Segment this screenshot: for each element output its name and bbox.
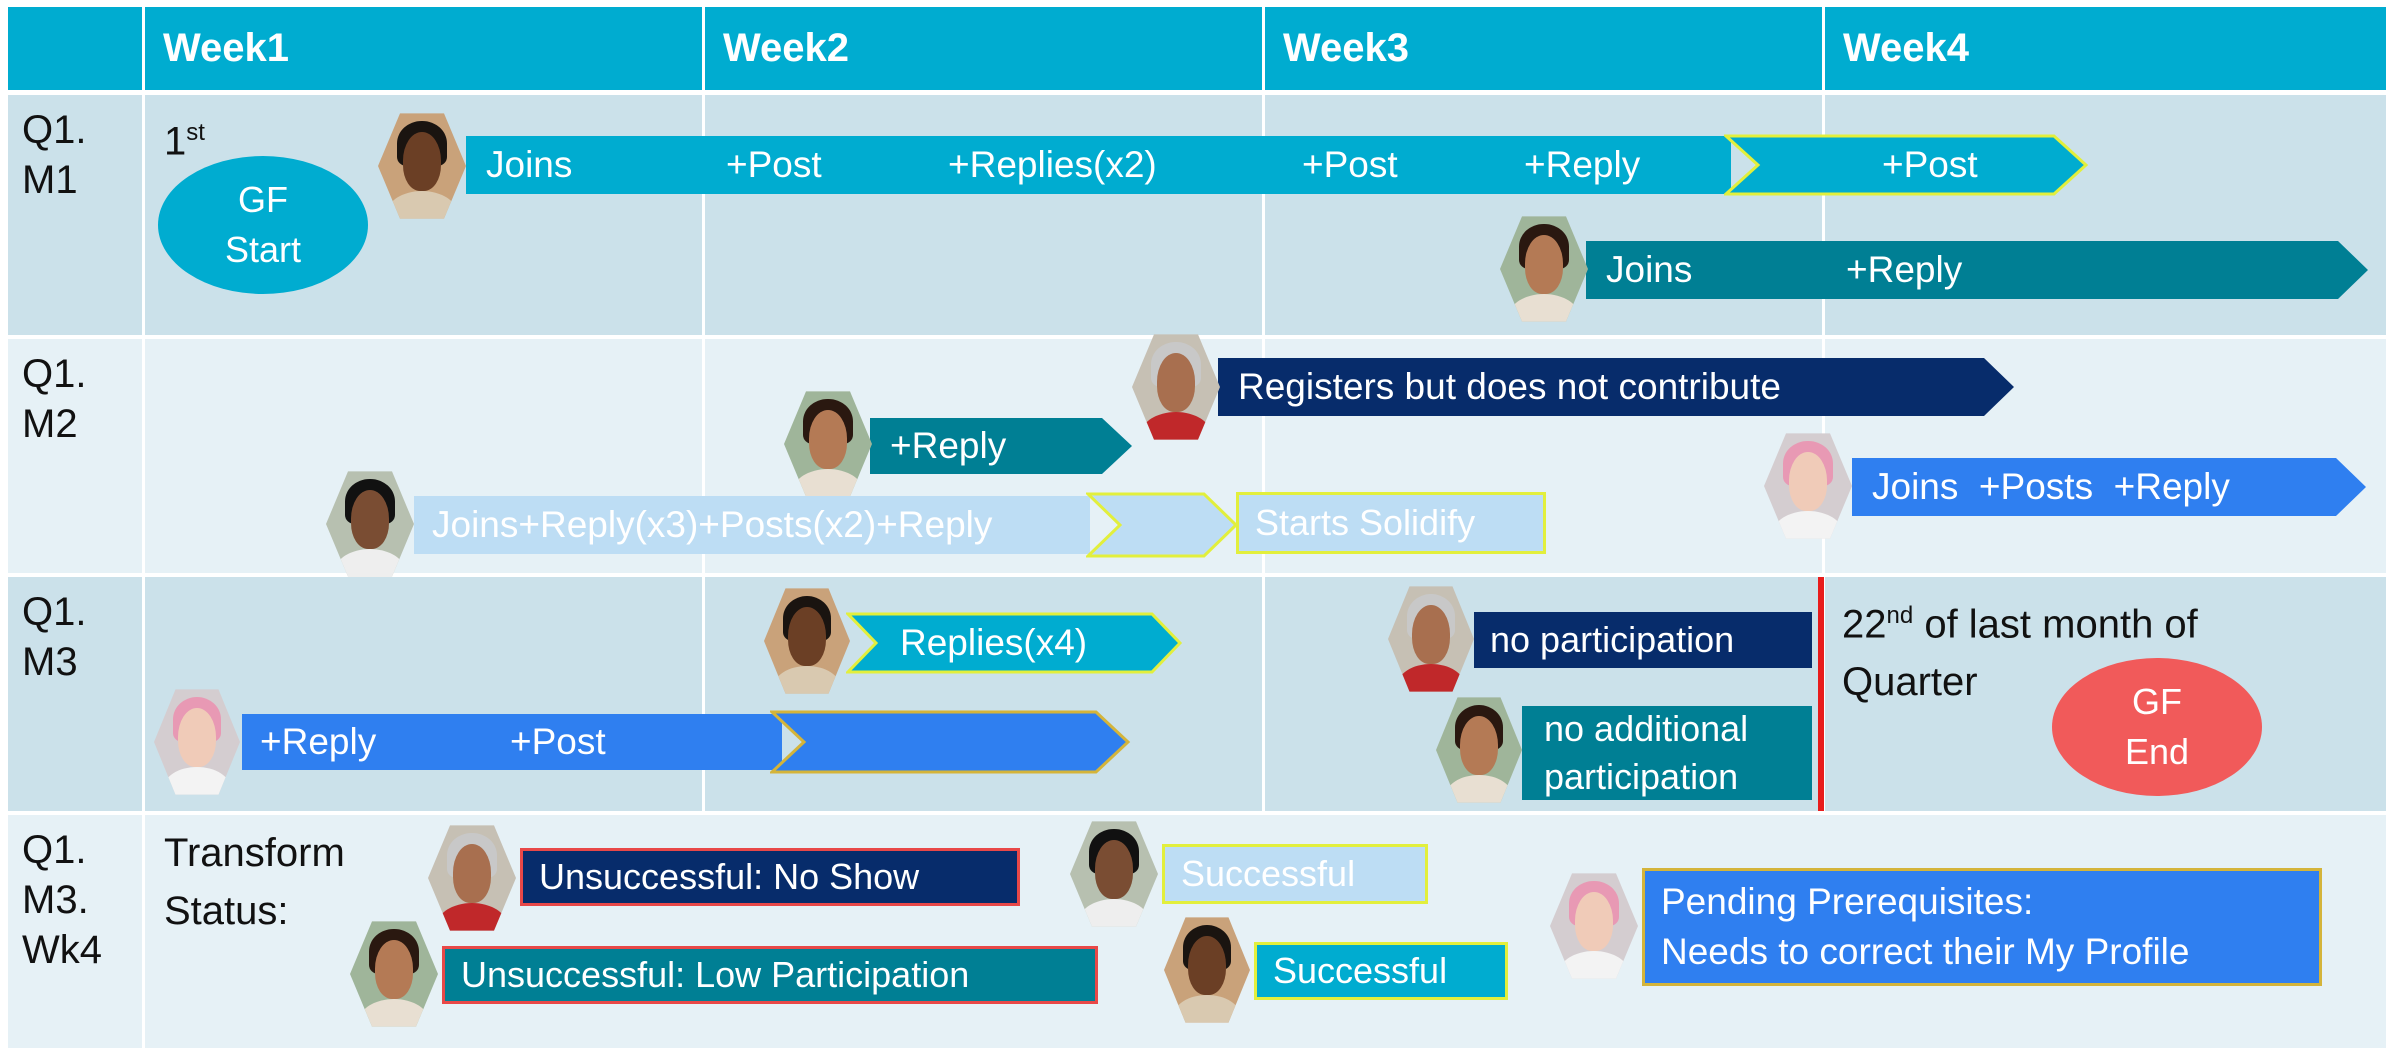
gf-end-line1: GF <box>2132 681 2182 722</box>
transform-status-label: Transform Status: <box>164 824 345 940</box>
avatar-woman-glasses-wk4 <box>1164 917 1250 1023</box>
m1-activity-arrow-2: Joins +Reply <box>1586 241 2368 299</box>
row-label-m2: Q1. M2 <box>8 339 142 573</box>
m1-a1-post: +Post <box>726 144 822 185</box>
m1-chevron-tail <box>1724 134 2089 196</box>
gf-start-line2: Start <box>224 229 302 270</box>
grid-m1-w2 <box>705 95 1262 335</box>
m3-no-participation: no participation <box>1474 612 1812 668</box>
start-day-number: 1 <box>164 119 187 164</box>
transform-line2: Status: <box>164 889 289 933</box>
row-label-wk4: Q1. M3. Wk4 <box>8 815 142 1048</box>
quarter-end-line <box>1818 577 1824 811</box>
avatar-woman-smile-m2 <box>784 391 872 497</box>
status-unsuccessful-no-show: Unsuccessful: No Show <box>520 848 1020 906</box>
m2-registers-arrow: Registers but does not contribute <box>1218 358 2014 416</box>
m3-no-additional-line1: no additional <box>1544 708 1749 749</box>
status-pending-prerequisites: Pending Prerequisites: Needs to correct t… <box>1642 868 2322 986</box>
status-successful-1: Successful <box>1162 844 1428 904</box>
grid-m1-w4 <box>1825 95 2386 335</box>
m3-reply-label: +Reply <box>260 721 377 762</box>
m1-a2-reply: +Reply <box>1846 249 1963 290</box>
row-label-m1-line1: Q1. <box>22 108 87 152</box>
m3-reply-chevron <box>770 710 1131 774</box>
m3-reply-arrow: +Reply +Post <box>242 714 782 770</box>
m2-registers-label: Registers but does not contribute <box>1238 366 1781 407</box>
start-day: 1st <box>164 104 205 170</box>
m1-a1-replies: +Replies(x2) <box>948 144 1157 185</box>
end-text-line1: of last month of <box>1913 602 2198 647</box>
m2-joins-arrow: Joins+Reply(x3)+Posts(x2)+Reply <box>414 496 1090 554</box>
pending-line2: Needs to correct their My Profile <box>1661 931 2190 972</box>
header-week4: Week4 <box>1825 7 2386 90</box>
m2-starts-solidify: Starts Solidify <box>1236 492 1546 554</box>
gf-start-line1: GF <box>238 179 288 220</box>
status-unsuccessful-low-participation: Unsuccessful: Low Participation <box>442 946 1098 1004</box>
m2-pink-joins-arrow: Joins +Posts +Reply <box>1852 458 2366 516</box>
header-week2: Week2 <box>705 7 1262 90</box>
row-label-wk4-line1: Q1. <box>22 828 87 872</box>
m3-no-additional-line2: participation <box>1544 756 1739 797</box>
avatar-woman-smile-m3 <box>1436 697 1522 803</box>
m2-joins-chevron <box>1086 492 1239 558</box>
header-corner <box>8 7 142 90</box>
end-text-line2: Quarter <box>1842 660 1978 705</box>
m2-reply-arrow: +Reply <box>870 418 1132 474</box>
m3-no-additional: no additional participation <box>1522 706 1812 800</box>
start-day-suffix: st <box>186 119 205 146</box>
m2-joins-label: Joins+Reply(x3)+Posts(x2)+Reply <box>432 504 993 545</box>
header-week1: Week1 <box>145 7 702 90</box>
m1-a1-post2: +Post <box>1302 144 1398 185</box>
m3-replies-arrow <box>846 612 1183 674</box>
m1-a1-reply: +Reply <box>1524 144 1641 185</box>
m2-reply-label: +Reply <box>890 425 1007 466</box>
row-label-m1-line2: M1 <box>22 158 78 202</box>
avatar-older-man-m3 <box>1388 586 1474 692</box>
end-day-number: 22 <box>1842 602 1887 647</box>
m1-a1-joins: Joins <box>486 144 573 185</box>
m1-a2-joins: Joins <box>1606 249 1693 290</box>
m1-chevron-tail-label: +Post <box>1882 144 1978 185</box>
gf-end-line2: End <box>2124 731 2190 772</box>
row-label-wk4-line3: Wk4 <box>22 928 102 972</box>
status-successful-2: Successful <box>1254 942 1508 1000</box>
pending-line1: Pending Prerequisites: <box>1661 881 2034 922</box>
transform-line1: Transform <box>164 831 345 875</box>
m2-pink-joins-label: Joins +Posts +Reply <box>1872 466 2230 507</box>
end-day-suffix: nd <box>1886 602 1914 629</box>
row-label-m2-line2: M2 <box>22 402 78 446</box>
row-label-m1: Q1. M1 <box>8 95 142 335</box>
row-label-m3-line2: M3 <box>22 640 78 684</box>
m3-post-label: +Post <box>510 721 606 762</box>
row-label-m3-line1: Q1. <box>22 590 87 634</box>
gf-end-oval: GF End <box>2052 658 2262 796</box>
row-label-m2-line1: Q1. <box>22 352 87 396</box>
grid-m3-w1 <box>145 577 702 811</box>
gf-start-oval: GF Start <box>158 156 368 294</box>
m1-activity-arrow-1: Joins +Post +Replies(x2) +Post +Reply <box>466 136 1731 194</box>
header-week3: Week3 <box>1265 7 1822 90</box>
row-label-m3: Q1. M3 <box>8 577 142 811</box>
m3-replies-label: Replies(x4) <box>900 622 1088 663</box>
row-label-wk4-line2: M3. <box>22 878 89 922</box>
end-date-text: 22nd of last month of Quarter <box>1842 587 2198 711</box>
